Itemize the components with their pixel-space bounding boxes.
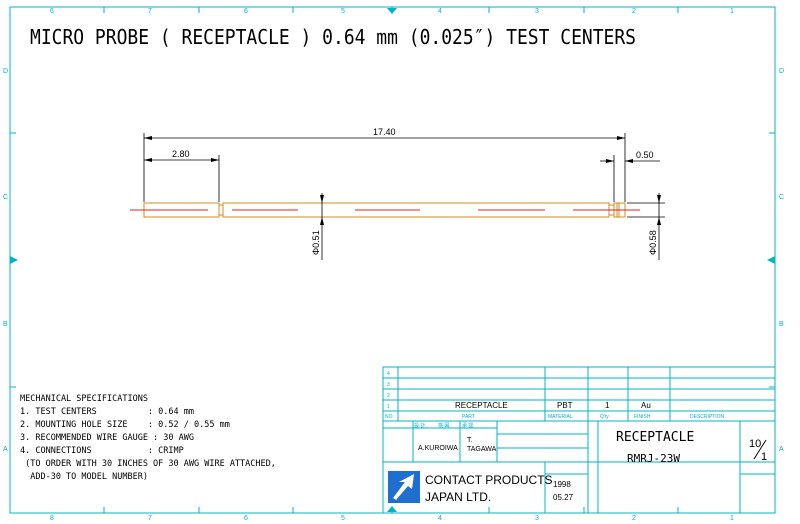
tb-part-name: RECEPTACLE [616, 430, 694, 445]
tb-model-number: RMRJ-23W [627, 452, 680, 465]
tb-row1-qty: 1 [605, 401, 610, 410]
tb-header-no: NO. [385, 414, 394, 420]
top-zone-label-3: 6 [244, 8, 248, 15]
spec-line-1: 1. TEST CENTERS : 0.64 mm [20, 407, 194, 417]
tb-row-num-3: 3 [387, 382, 390, 388]
title-block-grid [382, 366, 776, 514]
tb-company-line-1: CONTACT PRODUCTS [425, 473, 553, 487]
tb-sign-header-checker: 検 図 [438, 422, 449, 429]
left-zone-ticks [10, 132, 775, 388]
top-zone-label-5: 4 [438, 8, 442, 15]
bottom-zone-label-6: 3 [535, 515, 539, 522]
tb-approver-initial: T. [467, 437, 473, 444]
tb-approver-name: TAGAWA [467, 446, 497, 453]
left-zone-label-b: B [3, 321, 8, 328]
bottom-zone-label-2: 7 [148, 515, 152, 522]
bottom-zone-label-1: 8 [50, 515, 54, 522]
dim-dia-head-label: Φ0.58 [648, 230, 658, 255]
spec-line-4: 4. CONNECTIONS : CRIMP [20, 446, 184, 456]
top-center-arrow [387, 8, 397, 14]
tb-header-finish: FINISH [634, 414, 651, 420]
bottom-zone-label-7: 2 [632, 515, 636, 522]
top-zone-label-6: 3 [535, 8, 539, 15]
right-zone-label-a: A [779, 446, 784, 453]
company-logo-icon [388, 471, 420, 503]
spec-line-3: 3. RECOMMENDED WIRE GAUGE : 30 AWG [20, 433, 194, 443]
tb-row1-material: PBT [557, 401, 573, 410]
tb-designer: A.KUROIWA [418, 445, 458, 452]
top-zone-label-8: 1 [730, 8, 734, 15]
bottom-zone-label-5: 4 [438, 515, 442, 522]
tb-sign-header-approver: 承 認 [462, 422, 473, 429]
drawing-title: MICRO PROBE ( RECEPTACLE ) 0.64 mm (0.02… [30, 25, 636, 49]
bottom-zone-label-8: 1 [730, 515, 734, 522]
spec-line-5: (TO ORDER WITH 30 INCHES OF 30 AWG WIRE … [20, 459, 276, 469]
bottom-center-arrow [387, 506, 397, 512]
bottom-zone-label-3: 6 [244, 515, 248, 522]
specs-heading: MECHANICAL SPECIFICATIONS [20, 394, 148, 404]
bottom-zone-label-4: 5 [341, 515, 345, 522]
dimension-lines [143, 133, 665, 260]
tb-header-part: PART [462, 414, 475, 420]
tb-row1-finish: Au [641, 401, 651, 410]
tb-scale-numerator: 10 [749, 438, 761, 450]
spec-line-6: ADD-30 TO MODEL NUMBER) [20, 472, 148, 482]
spec-line-2: 2. MOUNTING HOLE SIZE : 0.52 / 0.55 mm [20, 420, 230, 430]
tb-scale-denominator: 1 [761, 451, 767, 463]
tb-scale-slash [753, 439, 767, 460]
tb-row1-part: RECEPTACLE [455, 401, 508, 410]
dim-dia-body-label: Φ0.51 [311, 230, 321, 255]
right-zone-label-b: B [779, 321, 784, 328]
top-zone-label-4: 5 [341, 8, 345, 15]
tb-year: 1998 [553, 480, 571, 489]
tb-company-line-2: JAPAN LTD. [425, 490, 491, 504]
bottom-zone-ticks [103, 507, 679, 513]
tb-header-qty: Q'ty [600, 414, 609, 420]
right-zone-label-d: D [779, 68, 784, 75]
dim-right-label: 0.50 [636, 150, 654, 160]
tb-date: 05.27 [553, 493, 574, 502]
dim-overall-label: 17.40 [373, 127, 396, 137]
tb-header-description: DESCRIPTION [690, 414, 725, 420]
right-zone-label-c: C [779, 194, 784, 201]
tb-sign-header-designer: 設 計 [414, 422, 425, 429]
left-zone-label-c: C [3, 194, 8, 201]
left-zone-label-a: A [3, 446, 8, 453]
left-center-arrow [10, 256, 18, 264]
top-zone-label-1: 6 [50, 8, 54, 15]
tb-row-num-4: 4 [387, 371, 390, 377]
tb-row-num-1: 1 [387, 404, 390, 410]
top-zone-label-7: 2 [632, 8, 636, 15]
top-zone-label-2: 7 [148, 8, 152, 15]
tb-header-material: MATERIAL [548, 414, 573, 420]
right-center-arrow [767, 256, 775, 264]
mechanical-specifications: MECHANICAL SPECIFICATIONS 1. TEST CENTER… [20, 394, 276, 482]
left-zone-label-d: D [3, 68, 8, 75]
dim-left-label: 2.80 [172, 149, 190, 159]
tb-row-num-2: 2 [387, 393, 390, 399]
